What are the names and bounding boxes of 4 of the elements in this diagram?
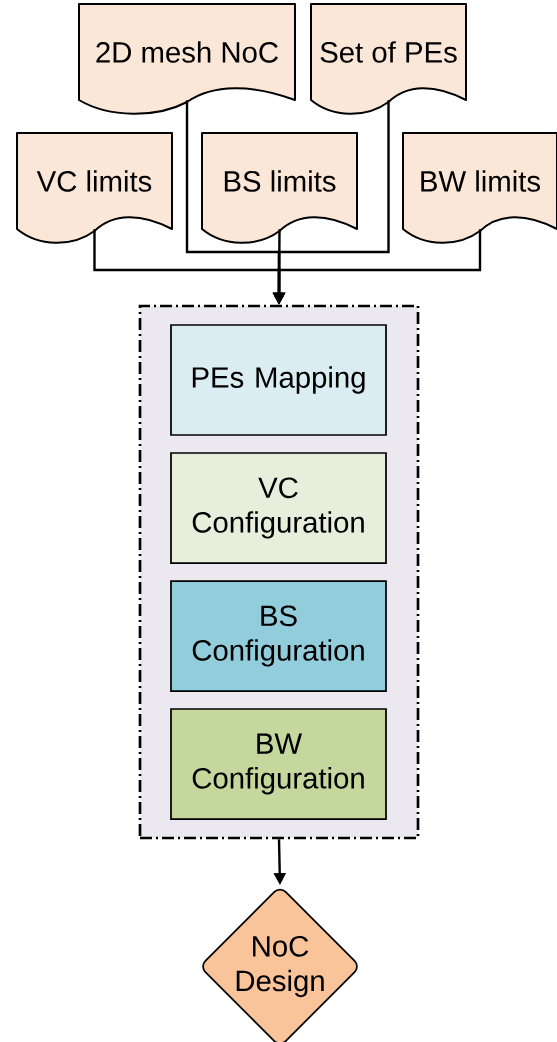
process-box: VC Configuration (170, 452, 387, 564)
process-box: BS Configuration (170, 580, 387, 692)
process-box: PEs Mapping (170, 324, 387, 436)
process-box: BW Configuration (170, 708, 387, 820)
